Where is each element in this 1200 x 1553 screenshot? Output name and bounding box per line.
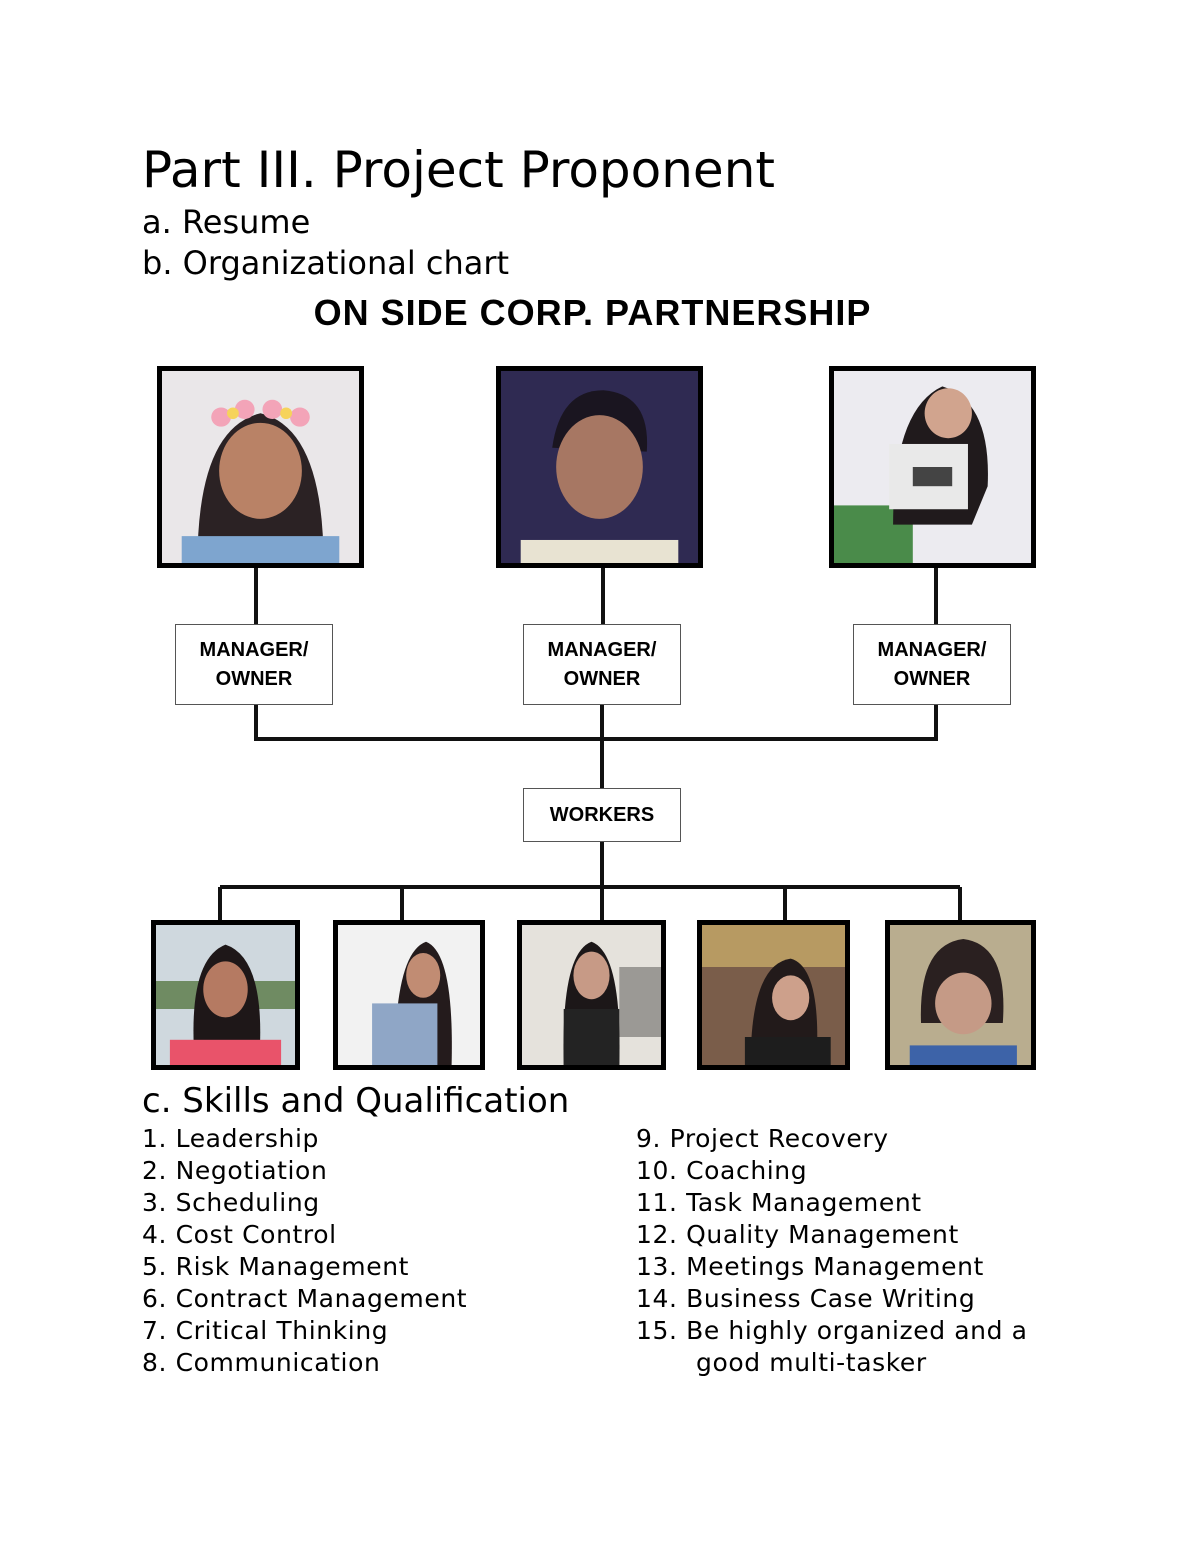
skill-item: 11. Task Management: [636, 1188, 922, 1217]
item-a-resume: a. Resume: [142, 203, 311, 241]
manager-owner-box-3: MANAGER/ OWNER: [853, 624, 1011, 705]
manager-box-line2: OWNER: [893, 667, 971, 690]
skill-item: 10. Coaching: [636, 1156, 808, 1185]
skill-item: 5. Risk Management: [142, 1252, 410, 1281]
skill-item: 13. Meetings Management: [636, 1252, 984, 1281]
worker-photo-5: [885, 920, 1036, 1070]
manager-box-line2: OWNER: [215, 667, 293, 690]
skills-list-left: 1. Leadership 2. Negotiation 3. Scheduli…: [142, 1123, 467, 1379]
skill-item: 15. Be highly organized and a: [636, 1316, 1028, 1345]
manager-box-line1: MANAGER/: [547, 638, 657, 661]
worker-photo-2: [333, 920, 485, 1070]
skill-item: 12. Quality Management: [636, 1220, 959, 1249]
skill-item: 6. Contract Management: [142, 1284, 468, 1313]
manager-photo-1: [157, 366, 364, 568]
skill-item: 9. Project Recovery: [636, 1124, 889, 1153]
skill-item: 14. Business Case Writing: [636, 1284, 976, 1313]
workers-label: WORKERS: [549, 803, 655, 826]
skill-item: 8. Communication: [142, 1348, 381, 1377]
worker-photo-1: [151, 920, 300, 1070]
skill-item: 2. Negotiation: [142, 1156, 328, 1185]
manager-owner-box-1: MANAGER/ OWNER: [175, 624, 333, 705]
item-b-org-chart: b. Organizational chart: [142, 244, 510, 282]
skill-item-continuation: good multi-tasker: [696, 1348, 927, 1377]
manager-box-line1: MANAGER/: [877, 638, 987, 661]
manager-box-line2: OWNER: [563, 667, 641, 690]
manager-photo-3: [829, 366, 1036, 568]
skill-item: 7. Critical Thinking: [142, 1316, 389, 1345]
manager-box-line1: MANAGER/: [199, 638, 309, 661]
org-chart-title: ON SIDE CORP. PARTNERSHIP: [313, 292, 872, 333]
manager-photo-2: [496, 366, 703, 568]
skill-item: 1. Leadership: [142, 1124, 320, 1153]
skill-item: 3. Scheduling: [142, 1188, 320, 1217]
skills-title: c. Skills and Qualification: [142, 1081, 570, 1121]
manager-owner-box-2: MANAGER/ OWNER: [523, 624, 681, 705]
skills-list-right: 9. Project Recovery 10. Coaching 11. Tas…: [636, 1123, 1028, 1379]
workers-box: WORKERS: [523, 788, 681, 842]
worker-photo-4: [697, 920, 850, 1070]
page-heading: Part III. Project Proponent: [142, 141, 775, 199]
worker-photo-3: [517, 920, 666, 1070]
skill-item: 4. Cost Control: [142, 1220, 337, 1249]
